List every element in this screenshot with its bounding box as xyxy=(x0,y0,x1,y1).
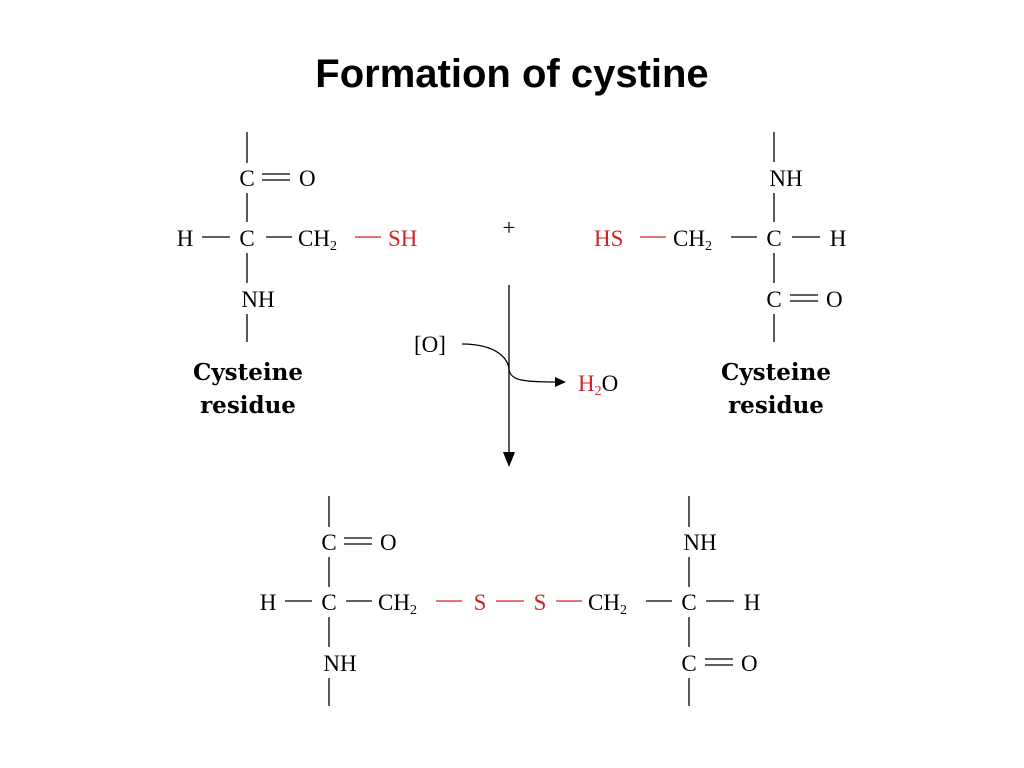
atom-h: H xyxy=(177,226,194,251)
atom-ch2: CH2 xyxy=(588,590,627,618)
left-cysteine: C O H C CH2 SH NH xyxy=(177,132,417,342)
right-label-line1: Cysteine xyxy=(721,359,831,386)
atom-nh: NH xyxy=(683,530,716,555)
right-cysteine: NH HS CH2 C H C O xyxy=(594,132,846,342)
reaction-arrow: [O] H2O xyxy=(414,285,618,467)
atom-h: H xyxy=(744,590,761,615)
atom-c: C xyxy=(681,651,696,676)
atom-ch2: CH2 xyxy=(298,226,337,254)
left-residue-label: Cysteine residue xyxy=(148,356,348,422)
right-label-line2: residue xyxy=(728,392,824,419)
atom-o: O xyxy=(380,530,397,555)
oxidant-label: [O] xyxy=(414,332,446,357)
atom-c: C xyxy=(239,226,254,251)
thiol-hs: HS xyxy=(594,226,623,251)
atom-ch2: CH2 xyxy=(673,226,712,254)
ch-text: CH xyxy=(378,590,410,615)
subscript-2: 2 xyxy=(410,603,417,618)
ch-text: CH xyxy=(673,226,705,251)
page-title: Formation of cystine xyxy=(315,52,709,96)
side-arrow-head xyxy=(555,377,566,387)
sulfur-atom: S xyxy=(474,590,487,615)
atom-c: C xyxy=(321,590,336,615)
sulfur-atom: S xyxy=(534,590,547,615)
atom-h: H xyxy=(830,226,847,251)
ch-text: CH xyxy=(298,226,330,251)
side-arrow-curve xyxy=(461,343,556,383)
atom-o: O xyxy=(299,166,316,191)
atom-nh: NH xyxy=(769,166,802,191)
atom-nh: NH xyxy=(241,287,274,312)
atom-c: C xyxy=(321,530,336,555)
cystine-product: C O H C CH2 S S CH2 C H NH NH xyxy=(260,496,761,706)
subscript-2: 2 xyxy=(620,603,627,618)
water-subscript: 2 xyxy=(595,384,602,399)
water-o: O xyxy=(602,371,619,396)
atom-o: O xyxy=(826,287,843,312)
atom-h: H xyxy=(260,590,277,615)
atom-c: C xyxy=(239,166,254,191)
left-label-line1: Cysteine xyxy=(193,359,303,386)
atom-c: C xyxy=(681,590,696,615)
atom-nh: NH xyxy=(323,651,356,676)
water-h: H xyxy=(578,371,595,396)
right-residue-label: Cysteine residue xyxy=(676,356,876,422)
atom-c: C xyxy=(766,287,781,312)
atom-ch2: CH2 xyxy=(378,590,417,618)
left-label-line2: residue xyxy=(200,392,296,419)
atom-c: C xyxy=(766,226,781,251)
arrow-head xyxy=(503,452,515,467)
plus-sign: + xyxy=(503,215,516,240)
water-product: H2O xyxy=(578,371,618,399)
atom-o: O xyxy=(741,651,758,676)
subscript-2: 2 xyxy=(705,239,712,254)
thiol-sh: SH xyxy=(388,226,417,251)
subscript-2: 2 xyxy=(330,239,337,254)
ch-text: CH xyxy=(588,590,620,615)
